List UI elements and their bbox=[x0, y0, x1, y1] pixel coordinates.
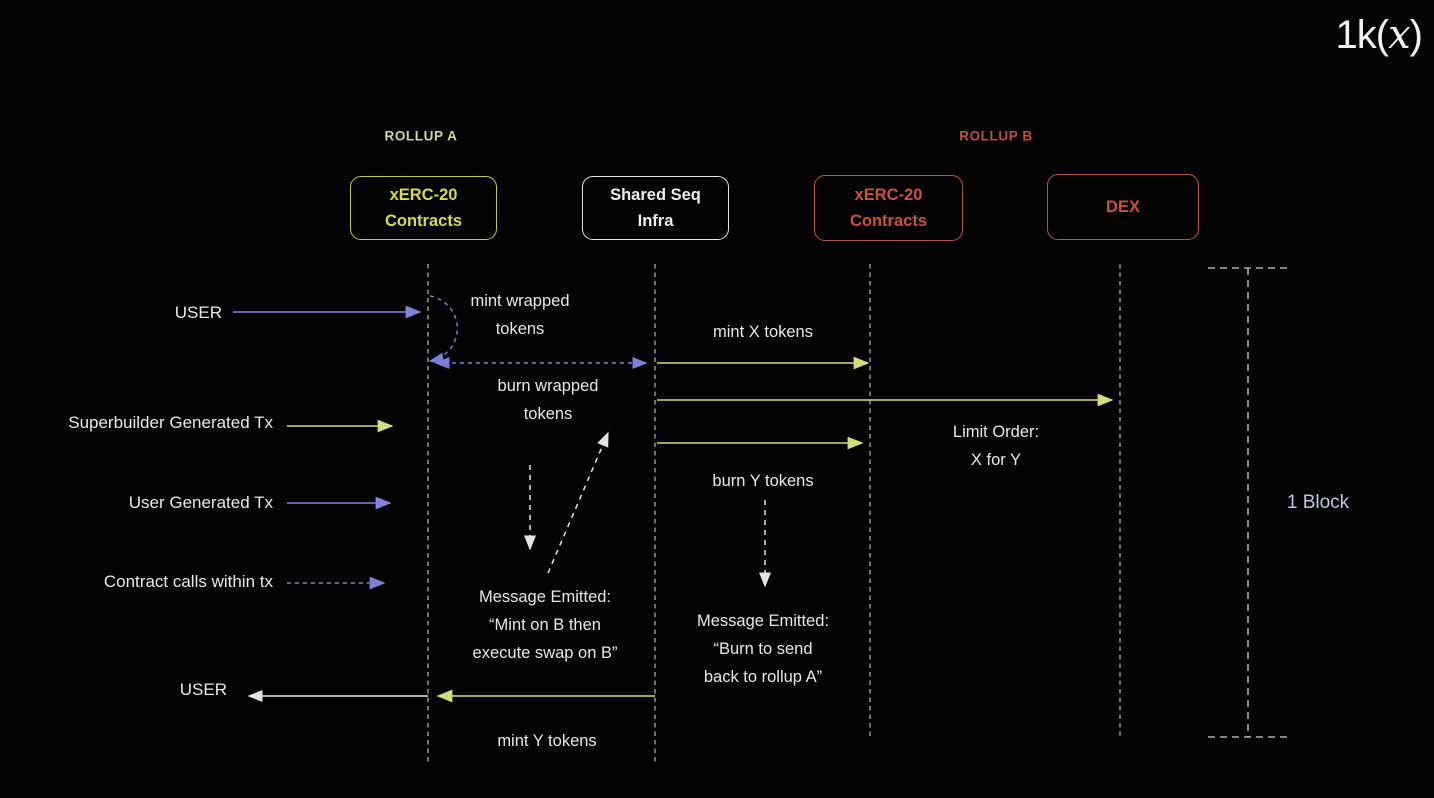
legend-arrows bbox=[233, 305, 422, 590]
label-line: mint wrapped bbox=[470, 292, 570, 310]
legend-user-in: USER bbox=[174, 303, 222, 322]
logo-x: x bbox=[1388, 12, 1411, 58]
actor-label-line: Contracts bbox=[384, 212, 462, 230]
label-message-emitted-burn: Message Emitted: “Burn to send back to r… bbox=[697, 607, 829, 691]
label-line: tokens bbox=[495, 320, 545, 338]
legend-superbuilder-tx: Superbuilder Generated Tx bbox=[68, 413, 273, 432]
label-line: execute swap on B” bbox=[472, 644, 618, 662]
label-line: burn wrapped bbox=[497, 377, 599, 395]
label-limit-order: Limit Order: X for Y bbox=[953, 418, 1039, 474]
rollup-a-header: ROLLUP A bbox=[384, 128, 458, 144]
label-line: Limit Order: bbox=[952, 423, 1040, 441]
legend-user-tx: User Generated Tx bbox=[128, 493, 273, 512]
one-block-bracket bbox=[1208, 267, 1289, 738]
actor-xerc20-contracts-b: xERC-20 Contracts bbox=[814, 175, 963, 241]
label-one-block: 1 Block bbox=[1286, 492, 1350, 513]
label-line: “Mint on B then bbox=[489, 616, 601, 634]
actor-label-line: Infra bbox=[637, 212, 674, 230]
logo-suffix: ) bbox=[1409, 13, 1423, 57]
label-line: back to rollup A” bbox=[703, 668, 823, 686]
label-line: “Burn to send bbox=[713, 640, 813, 658]
label-line: X for Y bbox=[970, 451, 1022, 469]
label-mint-wrapped-tokens: mint wrapped tokens bbox=[470, 287, 569, 343]
1kx-logo: 1k(x) bbox=[1335, 12, 1423, 58]
logo-prefix: 1k( bbox=[1335, 13, 1390, 57]
label-line: tokens bbox=[523, 405, 573, 423]
label-line: Message Emitted: bbox=[696, 612, 830, 630]
label-mint-y-tokens: mint Y tokens bbox=[497, 732, 597, 750]
lifelines bbox=[427, 264, 1121, 762]
actor-label-line: Contracts bbox=[849, 212, 927, 230]
actor-shared-seq-infra: Shared Seq Infra bbox=[582, 176, 729, 240]
mint-wrapped-self-loop bbox=[428, 295, 459, 365]
label-burn-y-tokens: burn Y tokens bbox=[712, 472, 814, 490]
label-message-emitted-mint: Message Emitted: “Mint on B then execute… bbox=[473, 583, 618, 667]
label-burn-wrapped-tokens: burn wrapped tokens bbox=[498, 372, 599, 428]
rollup-b-header: ROLLUP B bbox=[959, 128, 1033, 144]
label-mint-x-tokens: mint X tokens bbox=[713, 323, 813, 341]
actor-label-line: DEX bbox=[1106, 198, 1140, 216]
legend-user-out: USER bbox=[179, 680, 227, 699]
actor-label-line: xERC-20 bbox=[854, 186, 923, 204]
message-arrows bbox=[247, 295, 1114, 703]
actor-label-line: Shared Seq bbox=[610, 186, 701, 204]
label-line: Message Emitted: bbox=[478, 588, 612, 606]
actor-label-line: xERC-20 bbox=[389, 186, 458, 204]
legend-contract-calls: Contract calls within tx bbox=[103, 572, 273, 591]
actor-dex: DEX bbox=[1047, 174, 1199, 240]
emit-to-burn-arrow bbox=[547, 431, 609, 574]
actor-xerc20-contracts-a: xERC-20 Contracts bbox=[350, 176, 497, 240]
